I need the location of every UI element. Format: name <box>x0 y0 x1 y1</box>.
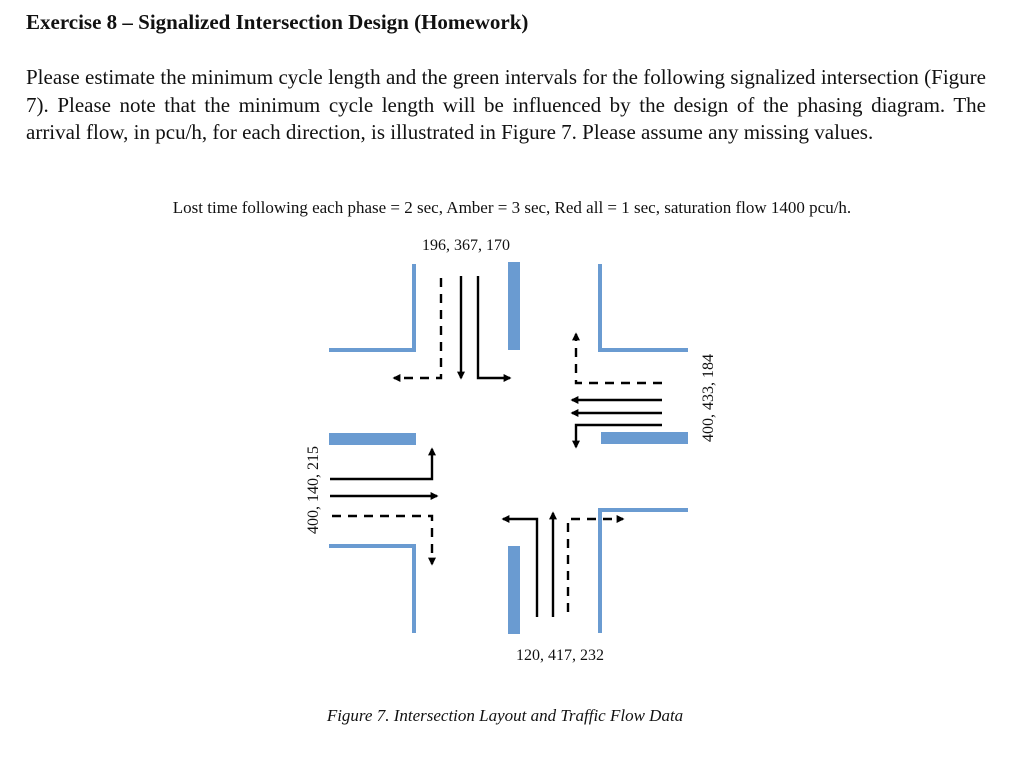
curb-southeast <box>598 508 688 633</box>
median-bars <box>329 262 688 634</box>
east-approach-arrows <box>570 332 662 449</box>
arrow-west-right-turn <box>332 514 436 566</box>
north-approach-arrows <box>392 276 512 382</box>
flow-label-east: 400, 433, 184 <box>700 354 717 442</box>
figure-caption: Figure 7. Intersection Layout and Traffi… <box>326 706 684 725</box>
flow-label-south: 120, 417, 232 <box>516 647 604 664</box>
median-west <box>329 433 416 445</box>
problem-statement: Please estimate the minimum cycle length… <box>26 65 986 144</box>
arrow-south-right-turn <box>566 515 625 612</box>
given-parameters: Lost time following each phase = 2 sec, … <box>172 198 852 217</box>
exercise-title: Exercise 8 – Signalized Intersection Des… <box>26 10 529 34</box>
curb-northwest <box>329 264 416 352</box>
arrow-north-left-turn <box>392 278 443 382</box>
arrow-east-left-turn <box>572 332 662 385</box>
flow-label-north: 196, 367, 170 <box>422 237 510 254</box>
median-east <box>601 432 688 444</box>
arrow-north-right-turn <box>476 276 512 382</box>
arrow-south-left-turn <box>501 515 539 617</box>
arrow-east-right-turn <box>572 423 662 449</box>
median-south <box>508 546 520 634</box>
flow-label-west: 400, 140, 215 <box>305 446 322 534</box>
road-edges <box>329 264 688 633</box>
median-north <box>508 262 520 350</box>
arrow-west-left-turn <box>330 447 436 481</box>
south-approach-arrows <box>501 511 625 617</box>
curb-southwest <box>329 544 416 633</box>
west-approach-arrows <box>330 447 439 566</box>
curb-northeast <box>598 264 688 352</box>
